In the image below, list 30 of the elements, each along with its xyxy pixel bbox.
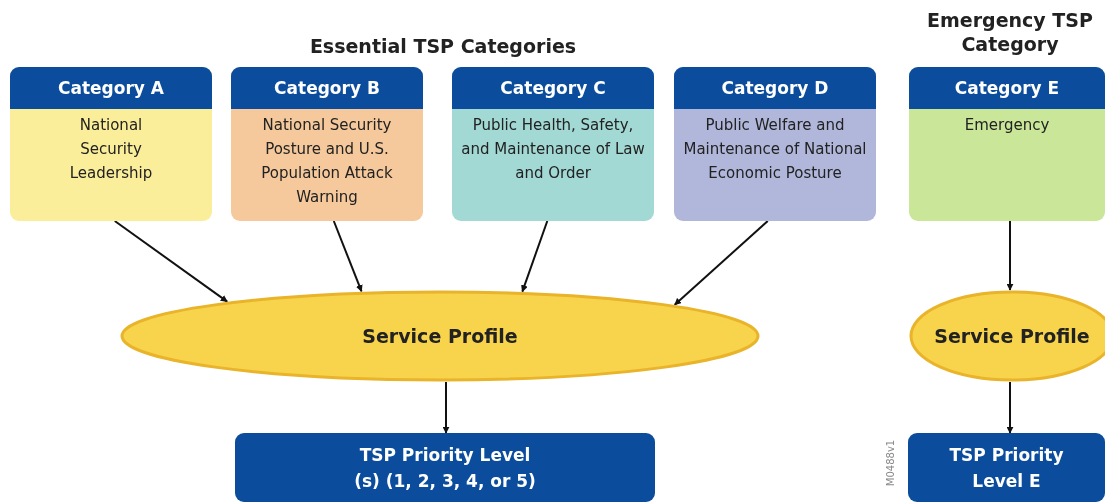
category-description: National Security Leadership — [69, 116, 153, 182]
service-profile-ellipse — [120, 290, 760, 382]
profile-label: Service Profile — [934, 325, 1090, 347]
arrow — [1006, 220, 1014, 291]
category-heading: Category C — [452, 67, 654, 109]
arrow — [673, 220, 769, 306]
category-box — [674, 67, 876, 221]
category-heading: Category A — [10, 67, 212, 109]
arrow — [521, 220, 549, 293]
arrow — [332, 220, 363, 293]
category-description: Emergency — [964, 116, 1050, 134]
category-description: Public Welfare and Maintenance of National Economic Posture — [683, 116, 867, 182]
category-box — [10, 67, 212, 221]
profile-label: Service Profile — [362, 325, 518, 347]
priority-level-box: TSP Priority Level (s) (1, 2, 3, 4, or 5) — [235, 433, 655, 502]
arrow — [442, 381, 450, 434]
figure-code: M0488v1 — [884, 438, 897, 489]
category-heading: Category B — [231, 67, 423, 109]
group-heading: Essential TSP Categories — [308, 34, 578, 58]
category-box — [909, 67, 1105, 221]
category-box — [231, 67, 423, 221]
category-description: Public Health, Safety, and Maintenance of Law and Order — [461, 116, 645, 182]
group-heading: Emergency TSP Category — [926, 8, 1094, 56]
arrow — [113, 220, 229, 303]
priority-level-box: TSP Priority Level E — [908, 433, 1105, 502]
category-box — [452, 67, 654, 221]
category-heading: Category E — [909, 67, 1105, 109]
arrow — [1006, 381, 1014, 434]
category-heading: Category D — [674, 67, 876, 109]
category-description: National Security Posture and U.S. Population Attack Warning — [261, 116, 393, 206]
